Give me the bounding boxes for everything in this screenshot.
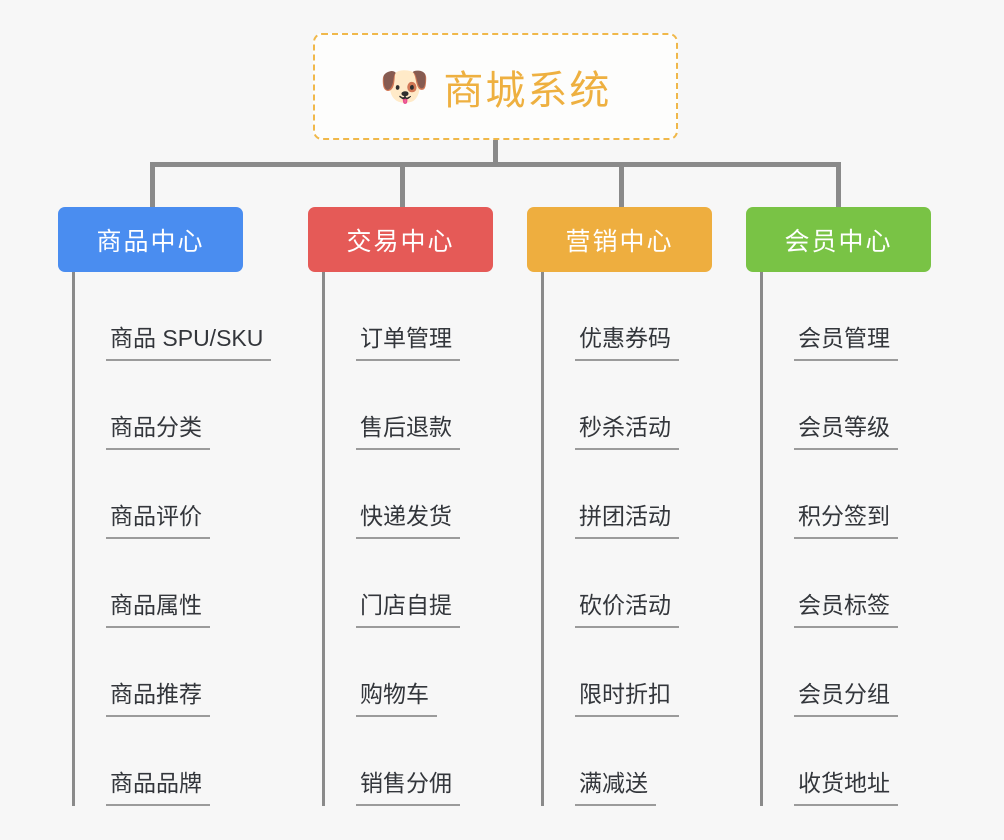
leaf-item-label: 订单管理 xyxy=(356,319,460,361)
leaf-item[interactable]: 限时折扣 xyxy=(541,628,771,717)
leaf-item-label: 限时折扣 xyxy=(575,675,679,717)
leaf-item-label: 会员标签 xyxy=(794,586,898,628)
leaf-item-label: 砍价活动 xyxy=(575,586,679,628)
leaf-item-label: 满减送 xyxy=(575,764,656,806)
connector-horizontal-bus xyxy=(150,162,840,167)
category-header-member-center[interactable]: 会员中心 xyxy=(746,207,931,272)
leaf-item-label: 拼团活动 xyxy=(575,497,679,539)
category-header-label: 会员中心 xyxy=(784,227,893,256)
leaf-item-label: 商品品牌 xyxy=(106,764,210,806)
leaf-item[interactable]: 商品 SPU/SKU xyxy=(72,272,302,361)
leaf-item[interactable]: 订单管理 xyxy=(322,272,552,361)
leaf-item-label: 购物车 xyxy=(356,675,437,717)
category-header-product-center[interactable]: 商品中心 xyxy=(58,207,243,272)
leaf-item[interactable]: 会员管理 xyxy=(760,272,990,361)
leaf-list: 优惠券码秒杀活动拼团活动砍价活动限时折扣满减送 xyxy=(541,272,771,806)
leaf-item[interactable]: 商品推荐 xyxy=(72,628,302,717)
leaf-item[interactable]: 门店自提 xyxy=(322,539,552,628)
branch-member-center: 会员管理会员等级积分签到会员标签会员分组收货地址 xyxy=(760,272,990,806)
leaf-item-label: 商品分类 xyxy=(106,408,210,450)
root-node-title: 商城系统 xyxy=(443,68,612,113)
leaf-item[interactable]: 销售分佣 xyxy=(322,717,552,806)
leaf-item-label: 积分签到 xyxy=(794,497,898,539)
leaf-item-label: 售后退款 xyxy=(356,408,460,450)
connector-drop-trade-center xyxy=(400,162,405,209)
category-header-label: 商品中心 xyxy=(96,227,205,256)
leaf-item[interactable]: 快递发货 xyxy=(322,450,552,539)
leaf-item-label: 快递发货 xyxy=(356,497,460,539)
leaf-item[interactable]: 优惠券码 xyxy=(541,272,771,361)
leaf-item-label: 优惠券码 xyxy=(575,319,679,361)
leaf-item-label: 商品评价 xyxy=(106,497,210,539)
shiba-dog-face-icon: 🐶 xyxy=(379,64,430,109)
leaf-item[interactable]: 收货地址 xyxy=(760,717,990,806)
leaf-list: 订单管理售后退款快递发货门店自提购物车销售分佣 xyxy=(322,272,552,806)
leaf-item[interactable]: 会员等级 xyxy=(760,361,990,450)
leaf-item[interactable]: 满减送 xyxy=(541,717,771,806)
category-header-marketing-center[interactable]: 营销中心 xyxy=(527,207,712,272)
leaf-item[interactable]: 会员标签 xyxy=(760,539,990,628)
leaf-item[interactable]: 会员分组 xyxy=(760,628,990,717)
leaf-item-label: 会员管理 xyxy=(794,319,898,361)
category-header-label: 交易中心 xyxy=(346,227,455,256)
leaf-item[interactable]: 售后退款 xyxy=(322,361,552,450)
category-header-trade-center[interactable]: 交易中心 xyxy=(308,207,493,272)
leaf-item[interactable]: 秒杀活动 xyxy=(541,361,771,450)
connector-drop-member-center xyxy=(836,162,841,209)
branch-trade-center: 订单管理售后退款快递发货门店自提购物车销售分佣 xyxy=(322,272,552,806)
leaf-item-label: 收货地址 xyxy=(794,764,898,806)
leaf-item-label: 商品 SPU/SKU xyxy=(106,319,272,361)
leaf-item[interactable]: 砍价活动 xyxy=(541,539,771,628)
connector-drop-marketing-center xyxy=(619,162,624,209)
root-node[interactable]: 🐶 商城系统 xyxy=(313,33,678,140)
branch-product-center: 商品 SPU/SKU 商品分类商品评价商品属性商品推荐商品品牌 xyxy=(72,272,302,806)
leaf-item-label: 秒杀活动 xyxy=(575,408,679,450)
leaf-item-label: 商品推荐 xyxy=(106,675,210,717)
branch-spine xyxy=(322,272,325,806)
leaf-item[interactable]: 商品属性 xyxy=(72,539,302,628)
leaf-item[interactable]: 购物车 xyxy=(322,628,552,717)
leaf-item[interactable]: 商品分类 xyxy=(72,361,302,450)
branch-spine xyxy=(760,272,763,806)
branch-marketing-center: 优惠券码秒杀活动拼团活动砍价活动限时折扣满减送 xyxy=(541,272,771,806)
branch-spine xyxy=(541,272,544,806)
connector-drop-product-center xyxy=(150,162,155,209)
leaf-item-label: 商品属性 xyxy=(106,586,210,628)
branch-spine xyxy=(72,272,75,806)
leaf-item-label: 会员分组 xyxy=(794,675,898,717)
connector-root-stem xyxy=(493,140,498,165)
category-header-label: 营销中心 xyxy=(565,227,674,256)
leaf-item-label: 门店自提 xyxy=(356,586,460,628)
leaf-list: 会员管理会员等级积分签到会员标签会员分组收货地址 xyxy=(760,272,990,806)
leaf-item[interactable]: 商品评价 xyxy=(72,450,302,539)
leaf-item-label: 会员等级 xyxy=(794,408,898,450)
leaf-item[interactable]: 积分签到 xyxy=(760,450,990,539)
leaf-item[interactable]: 商品品牌 xyxy=(72,717,302,806)
leaf-list: 商品 SPU/SKU 商品分类商品评价商品属性商品推荐商品品牌 xyxy=(72,272,302,806)
leaf-item-label: 销售分佣 xyxy=(356,764,460,806)
leaf-item[interactable]: 拼团活动 xyxy=(541,450,771,539)
